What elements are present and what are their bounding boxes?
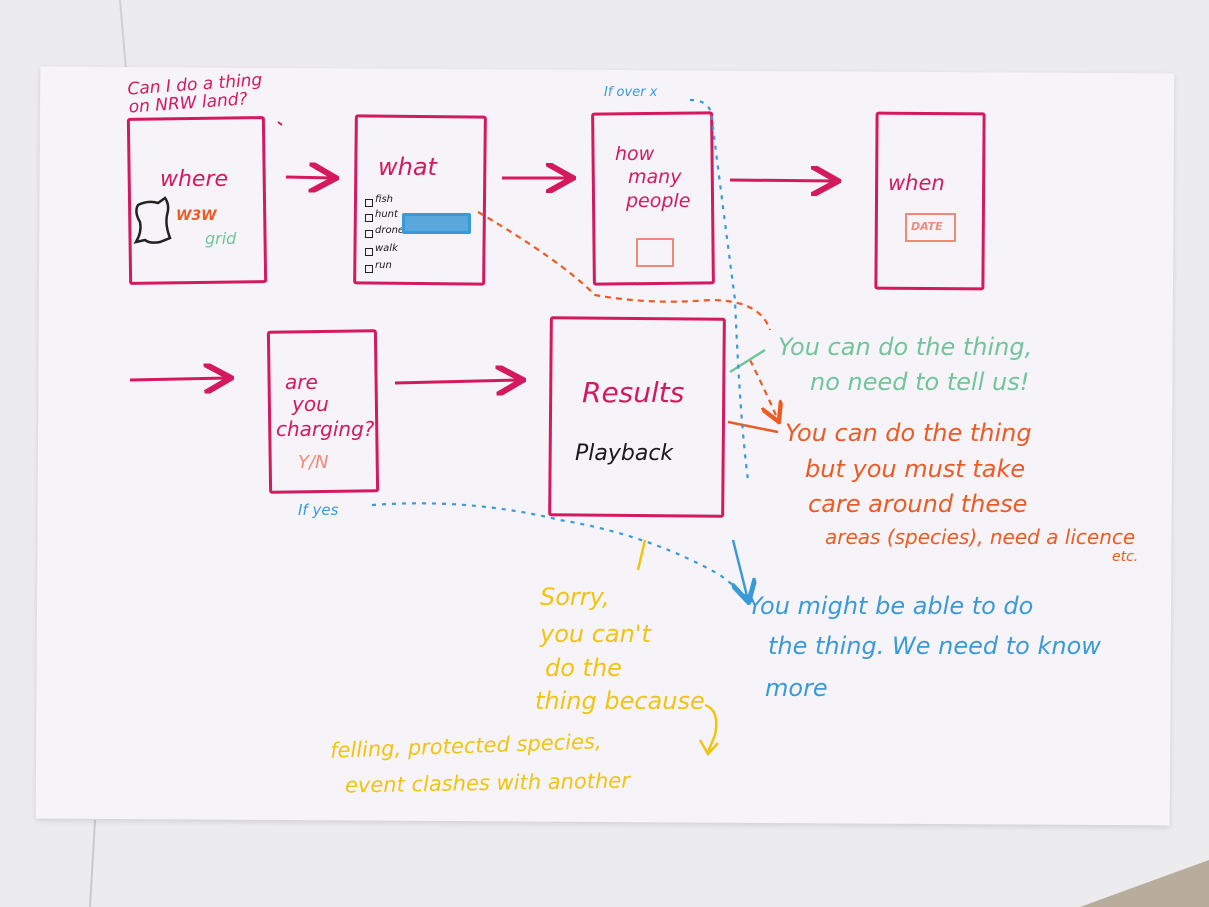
charging-line3: charging?	[276, 417, 375, 441]
outcome-orange-line2: but you must take	[805, 455, 1026, 483]
outcome-yellow-line4: thing because	[535, 687, 705, 715]
what-option-drone: drone	[375, 225, 405, 236]
outcome-yellow-line1: Sorry,	[540, 583, 610, 611]
grid-label: grid	[205, 229, 237, 248]
checkbox	[365, 248, 373, 256]
date-input-box	[905, 213, 956, 242]
what-option-fish: fish	[375, 194, 394, 205]
what-option-run: run	[375, 260, 392, 271]
screen-when	[874, 111, 986, 291]
checkbox	[365, 230, 373, 238]
what-option-hunt: hunt	[375, 209, 398, 220]
yes-no-label: Y/N	[298, 452, 329, 473]
w3w-label: W3W	[176, 208, 217, 224]
charging-line2: you	[292, 392, 329, 416]
outcome-green-line1: You can do the thing,	[778, 333, 1033, 361]
number-input-box	[636, 238, 674, 267]
how-many-line3: people	[626, 190, 691, 212]
condition-if-yes: If yes	[298, 501, 339, 519]
results-label: Results	[582, 376, 685, 409]
outcome-orange-line1: You can do the thing	[785, 419, 1032, 447]
checkbox	[365, 199, 373, 207]
screen-what	[353, 114, 487, 286]
outcome-orange-line4: areas (species), need a licence	[825, 525, 1136, 549]
playback-label: Playback	[575, 441, 674, 466]
what-option-walk: walk	[375, 243, 398, 254]
screen-results	[548, 316, 726, 518]
condition-if-over: If over x	[604, 85, 658, 100]
how-many-line1: how	[615, 143, 655, 165]
outcome-orange-line5: etc.	[1112, 549, 1139, 565]
outcome-yellow-line2: you can't	[540, 620, 651, 648]
what-input-field	[402, 213, 471, 234]
how-many-line2: many	[628, 166, 682, 188]
outcome-yellow-line3: do the	[545, 654, 622, 682]
outcome-orange-line3: care around these	[808, 490, 1028, 518]
screen-where	[126, 116, 268, 285]
when-label: when	[888, 171, 945, 195]
outcome-blue-line3: more	[765, 674, 828, 702]
where-label: where	[160, 167, 229, 192]
outcome-green-line2: no need to tell us!	[810, 368, 1030, 396]
outcome-yellow-line6: event clashes with another	[344, 768, 631, 798]
what-label: what	[378, 153, 437, 181]
date-label: DATE	[911, 220, 943, 233]
outcome-blue-line1: You might be able to do	[748, 592, 1034, 620]
checkbox	[365, 214, 373, 222]
outcome-blue-line2: the thing. We need to know	[768, 632, 1101, 660]
charging-line1: are	[285, 370, 318, 394]
checkbox	[365, 265, 373, 273]
